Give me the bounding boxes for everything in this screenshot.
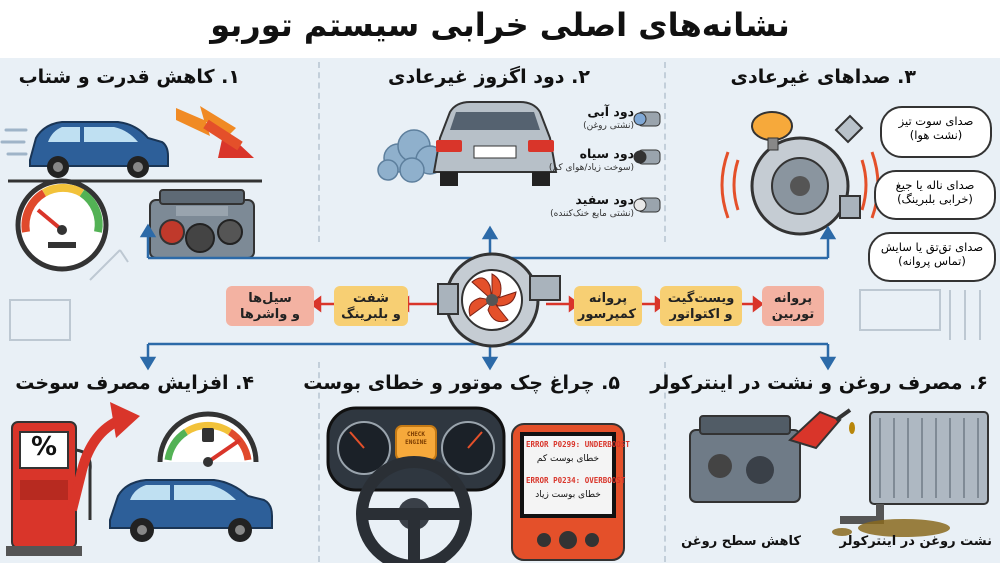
- section-title-fuel: ۴. افزایش مصرف سوخت: [15, 372, 254, 394]
- dashboard-cluster-icon: [326, 406, 506, 492]
- drop-arrow-icon: [176, 106, 254, 158]
- noise-bubble-knock: صدای تق‌تق یا سایش(تماس پروانه): [868, 232, 996, 282]
- rising-arrow-icon: [67, 402, 140, 512]
- error-code-p0234: ERROR P0234: OVERBOOST: [526, 476, 626, 485]
- noise-bubble-whine: صدای ناله یا جیغ(خرابی بلبرینگ): [874, 170, 996, 220]
- separator: [318, 62, 320, 242]
- main-title: نشانه‌های اصلی خرابی سیستم توربو: [210, 6, 790, 44]
- separator: [318, 362, 320, 562]
- error-desc-overboost: خطای بوست زیاد: [535, 490, 601, 500]
- section-title-oil: ۶. مصرف روغن و نشت در اینترکولر: [650, 372, 988, 394]
- engine-block-icon: [689, 415, 801, 503]
- car-rear-icon: [432, 101, 558, 186]
- car-icon: [29, 121, 169, 178]
- noise-bubble-whistle: صدای سوت تیز(نشت هوا): [880, 106, 992, 158]
- fuel-gauge-icon: [157, 411, 259, 467]
- intercooler-icon: [840, 411, 989, 524]
- error-desc-underboost: خطای بوست کم: [536, 454, 600, 464]
- obd-scanner-icon: [511, 423, 625, 561]
- central-turbo-icon: [437, 252, 561, 348]
- engine-icon: [149, 189, 255, 259]
- smoke-blue-note: (نشتی روغن): [583, 121, 634, 131]
- smoke-black-label: دود سیاه: [579, 146, 634, 161]
- pump-percent-symbol: %: [30, 432, 58, 462]
- oil-caption-intercooler: نشت روغن در اینترکولر: [839, 534, 992, 549]
- error-code-p0299: ERROR P0299: UNDERBOOST: [526, 440, 630, 449]
- turbo-icon: [750, 111, 864, 236]
- steering-wheel-icon: [356, 456, 472, 563]
- oil-caption-level: کاهش سطح روغن: [681, 534, 801, 549]
- smoke-black-note: (سوخت زیاد/هوای کم): [548, 163, 634, 173]
- smoke-white-note: (نشتی مایع خنک‌کننده): [550, 209, 634, 219]
- separator: [664, 62, 666, 242]
- section-title-smoke: ۲. دود اگزوز غیرعادی: [388, 66, 590, 88]
- section-title-power-loss: ۱. کاهش قدرت و شتاب: [18, 66, 240, 88]
- smoke-white-label: دود سفید: [575, 192, 634, 207]
- separator: [664, 362, 666, 562]
- title-bar: [0, 0, 1000, 58]
- exhaust-smoke-icon: [377, 129, 445, 183]
- oil-puddle-icon: [832, 519, 950, 537]
- section-title-check-engine: ۵. چراغ چک موتور و خطای بوست: [303, 372, 620, 394]
- gauge-icon: [15, 178, 109, 272]
- section-title-noises: ۳. صداهای غیرعادی: [730, 66, 916, 88]
- oil-can-icon: [788, 408, 855, 450]
- exhaust-pipe-icon: [633, 111, 661, 213]
- smoke-blue-label: دود آبی: [587, 104, 634, 119]
- car-icon: [109, 479, 273, 542]
